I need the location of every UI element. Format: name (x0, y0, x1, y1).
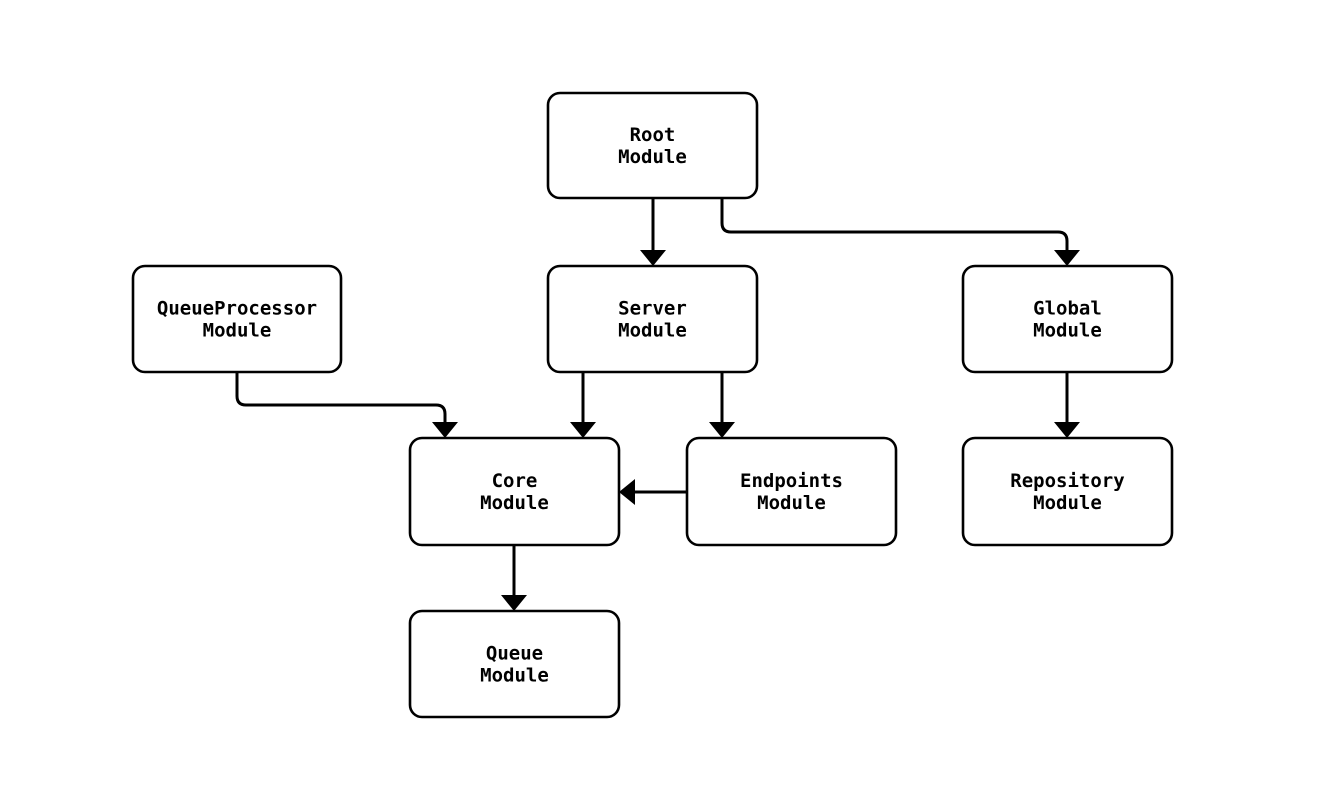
edges-layer (235, 198, 1080, 611)
edge-endpoints-to-core (619, 479, 687, 505)
node-box (685, 436, 898, 547)
arrowhead-icon (619, 479, 635, 505)
node-box (131, 264, 343, 374)
arrowhead-icon (640, 250, 666, 266)
node-box (408, 436, 621, 547)
edge-line-queueprocessor-to-core (235, 372, 447, 424)
edge-line-root-to-global (720, 198, 1069, 252)
arrowhead-icon (570, 422, 596, 438)
arrowhead-icon (1054, 422, 1080, 438)
node-box (961, 264, 1174, 374)
arrowhead-icon (709, 422, 735, 438)
arrowhead-icon (1054, 250, 1080, 266)
edge-root-to-server (640, 198, 666, 266)
edge-core-to-queue (501, 545, 527, 611)
node-box (546, 91, 759, 200)
node-box (961, 436, 1174, 547)
edge-server-to-endpoints (709, 372, 735, 438)
edge-queueprocessor-to-core (235, 372, 458, 438)
edge-root-to-global (720, 198, 1080, 266)
arrowhead-icon (432, 422, 458, 438)
edge-server-to-core (570, 372, 596, 438)
edge-global-to-repository (1054, 372, 1080, 438)
node-box (546, 264, 759, 374)
node-box (408, 609, 621, 719)
arrowhead-icon (501, 595, 527, 611)
